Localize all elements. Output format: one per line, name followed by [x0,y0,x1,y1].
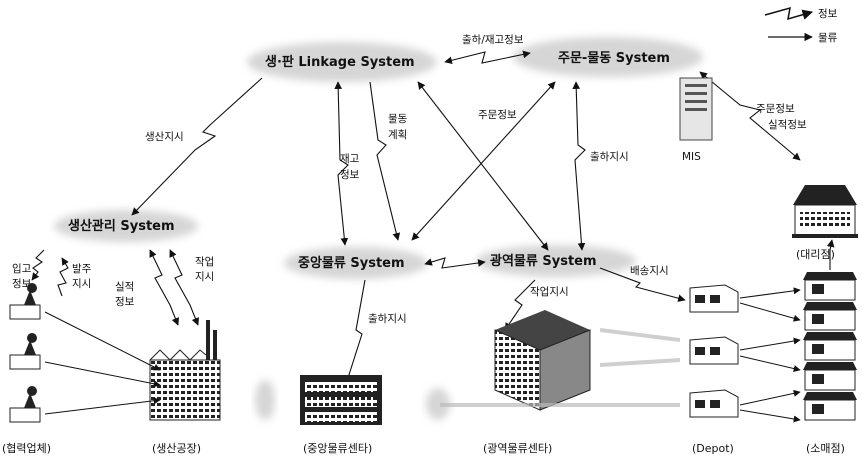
results-1: 실적 [115,281,134,293]
partner-site-icon [9,283,41,320]
central-center-caption: (중앙물류센타) [303,442,372,455]
logistics-plan-1: 물동 [388,113,408,125]
delivery-order-label: 배송지시 [630,265,669,277]
factory-icon [149,320,221,421]
retail-caption: (소매점) [806,442,845,455]
logistics-plan-2: 계획 [388,129,407,141]
agency-building-icon [792,185,858,238]
partner-site-icon [9,333,41,370]
retail-shop-icon [803,302,857,331]
ordering-2: 지시 [72,278,91,290]
legend-logistics-label: 물류 [818,32,838,44]
logistics-flows [44,287,801,423]
faded-flow-bands [440,328,681,407]
inventory-info-1: 재고 [340,153,360,165]
legend-info-label: 정보 [818,8,838,20]
depot-caption: (Depot) [692,442,734,455]
regional-system-label: 광역물류 System [490,253,597,269]
production-order-label: 생산지시 [145,131,184,143]
ordering-1: 발주 [72,263,92,275]
agency-info-2: 실적정보 [768,119,807,131]
shipping-order-central-label: 출하지시 [368,312,407,325]
order-system-label: 주문-물동 System [558,51,670,66]
mis-label: MIS [682,151,701,163]
system-clouds [54,37,703,420]
legend-info-zigzag [764,6,814,21]
agency-caption: (대리점) [796,248,835,261]
legend: 정보 물류 [764,6,838,44]
depot-icons [689,284,739,418]
retail-shop-icon [803,362,857,391]
central-system-label: 중앙물류 System [298,255,405,271]
partners-caption: (협력업체) [2,442,51,455]
regional-center-caption: (광역물류센타) [483,442,552,455]
retail-shop-icon [803,332,857,361]
work-order-regional-label: 작업지시 [530,285,569,298]
receiving-2: 정보 [12,278,32,290]
order-info-label: 주문정보 [478,109,517,121]
work-order-1: 작업 [195,255,214,268]
agency-info-1: 주문정보 [756,103,795,115]
shipment-inventory-label: 출하/재고정보 [462,33,524,46]
depot-icon [689,336,739,365]
receiving-1: 입고 [12,262,32,275]
retail-shops [803,272,857,421]
factory-caption: (생산공장) [152,442,201,455]
results-2: 정보 [115,296,135,308]
regional-center-icon [494,310,591,411]
central-center-icon [300,375,382,425]
retail-shop-icon [803,272,857,301]
retail-shop-icon [803,392,857,421]
production-system-label: 생산관리 System [68,218,175,234]
mis-server-icon [679,77,713,141]
shipping-order-order-label: 출하지시 [590,150,629,163]
work-order-2: 지시 [195,271,214,283]
partner-sites [9,283,41,423]
depot-icon [689,389,739,418]
info-flow-labels: 출하/재고정보 생산지시 주문정보 출하지시 재고 정보 물동 계획 주문정보 … [12,33,807,325]
depot-icon [689,284,739,313]
partner-site-icon [9,386,41,423]
linkage-system-label: 생·판 Linkage System [265,54,415,70]
inventory-info-2: 정보 [340,169,360,181]
info-flows [31,50,835,416]
